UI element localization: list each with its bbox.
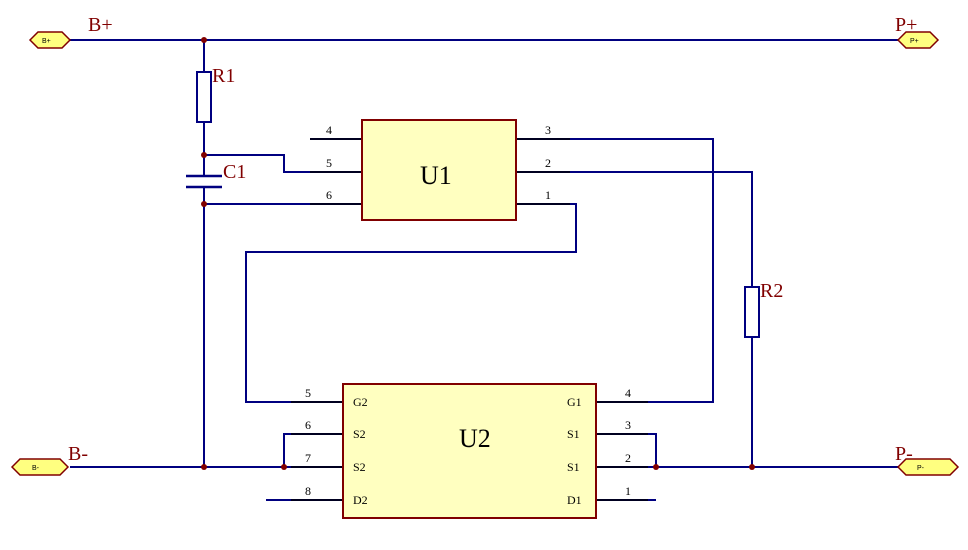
u2-pin-8: 8 [305,484,311,498]
r1-label: R1 [212,65,235,87]
junction-dot [653,464,659,470]
u2-pin-3: 3 [625,418,631,432]
net-label-p-minus: P- [895,443,913,465]
net-label-b-plus: B+ [88,14,113,36]
wire-u1-pin3 [516,138,714,403]
u2-pinname-s2a: S2 [353,427,366,441]
u2-pinname-d1: D1 [567,493,582,507]
chip-u2 [342,383,597,519]
wire-u1-pin1 [245,203,577,403]
u1-pin-6: 6 [326,188,332,202]
capacitor-c1 [186,174,222,189]
junction-dot [281,464,287,470]
u2-pin-5: 5 [305,386,311,400]
u1-pin-4: 4 [326,123,332,137]
port-b-minus: B- [10,458,70,476]
u2-pin-2: 2 [625,451,631,465]
junction-dot [201,152,207,158]
c1-label: C1 [223,161,246,183]
u2-pin-6: 6 [305,418,311,432]
u2-name: U2 [459,424,491,453]
u2-pin-7: 7 [305,451,311,465]
pin-stubs [291,138,648,501]
u1-pin-1: 1 [545,188,551,202]
port-p-plus: P+ [896,31,940,49]
u1-pin-3: 3 [545,123,551,137]
net-label-b-minus: B- [68,443,88,465]
u1-pin-5: 5 [326,156,332,170]
u2-pinname-d2: D2 [353,493,368,507]
u2-pin-1: 1 [625,484,631,498]
port-p-minus: P- [896,458,960,476]
u2-pinname-s1b: S1 [567,460,580,474]
junction-dot [201,201,207,207]
svg-text:B+: B+ [42,38,51,45]
u2-pinname-g2: G2 [353,395,368,409]
u2-pin-4: 4 [625,386,631,400]
u1-pin-2: 2 [545,156,551,170]
u2-pinname-s1a: S1 [567,427,580,441]
u2-pinname-g1: G1 [567,395,582,409]
port-b-plus: B+ [28,31,72,49]
net-label-p-plus: P+ [895,14,917,36]
junction-dot [201,464,207,470]
resistor-r1 [196,71,212,123]
wire-u1-pin2 [516,171,753,287]
r2-label: R2 [760,280,783,302]
u2-pinname-s2b: S2 [353,460,366,474]
junction-dot [201,37,207,43]
svg-text:P-: P- [917,465,925,472]
svg-text:P+: P+ [910,38,919,45]
u1-name: U1 [420,161,452,190]
junctions [201,37,755,470]
junction-dot [749,464,755,470]
resistor-r2 [744,286,760,338]
chip-u1 [361,119,517,221]
wire-u2-pin6 [283,433,343,467]
svg-text:B-: B- [32,465,40,472]
